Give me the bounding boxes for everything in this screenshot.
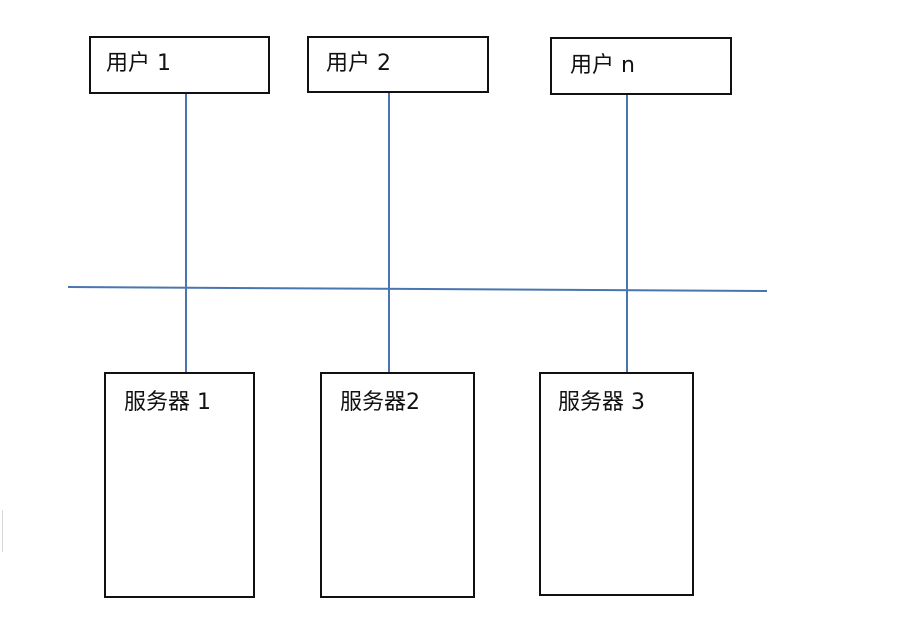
user-1-box [89, 36, 270, 94]
server-1-box [104, 372, 255, 598]
server-1-label: 服务器 1 [124, 390, 211, 415]
user-n-box [550, 37, 732, 95]
server-3-box [539, 372, 694, 596]
left-edge-artifact [2, 510, 3, 552]
user-2-label: 用户 2 [326, 51, 391, 76]
user-2-box [307, 36, 489, 93]
server-2-box [320, 372, 475, 598]
server-3-label: 服务器 3 [558, 390, 645, 415]
user-n-label: 用户 n [570, 53, 635, 78]
server-2-label: 服务器2 [340, 390, 420, 415]
shared-network-bus [67, 286, 768, 292]
user-1-label: 用户 1 [106, 51, 171, 76]
